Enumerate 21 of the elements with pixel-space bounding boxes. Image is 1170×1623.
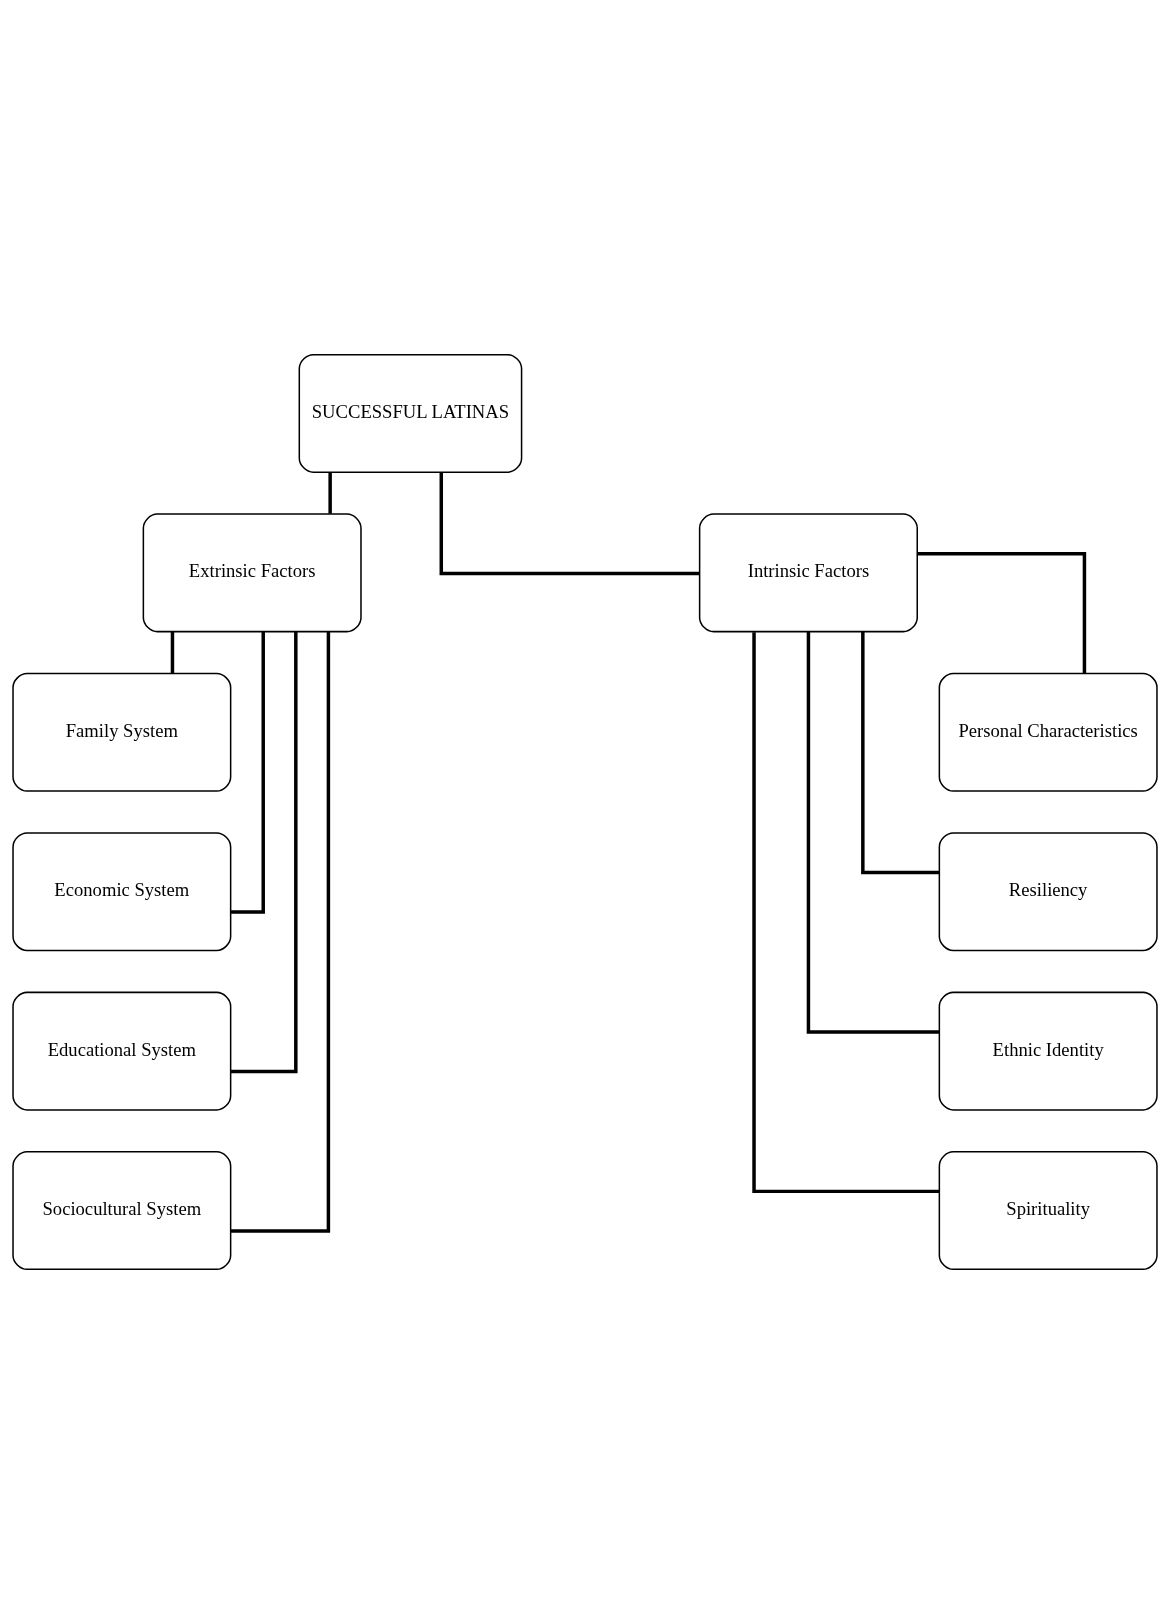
node-box: Extrinsic Factors: [142, 512, 362, 632]
node-box: Ethnic Identity: [938, 991, 1158, 1111]
connector: [230, 631, 331, 1233]
node-box: Intrinsic Factors: [698, 512, 918, 632]
node-box: SUCCESSFUL LATINAS: [298, 353, 523, 473]
node-box: Sociocultural System: [12, 1150, 232, 1270]
node-box: Spirituality: [938, 1150, 1158, 1270]
connector: [439, 472, 700, 575]
connector: [170, 631, 175, 673]
node-box: Economic System: [12, 831, 232, 951]
node-box: Personal Characteristics: [938, 672, 1158, 792]
node-box: Family System: [12, 672, 232, 792]
connector: [752, 631, 940, 1193]
connector: [917, 551, 1087, 673]
connector: [231, 631, 298, 1073]
connector: [230, 631, 265, 914]
node-box: Educational System: [12, 991, 232, 1111]
node-box: Resiliency: [938, 831, 1158, 951]
connector: [328, 471, 332, 514]
connector: [806, 631, 940, 1034]
connector: [861, 631, 940, 874]
